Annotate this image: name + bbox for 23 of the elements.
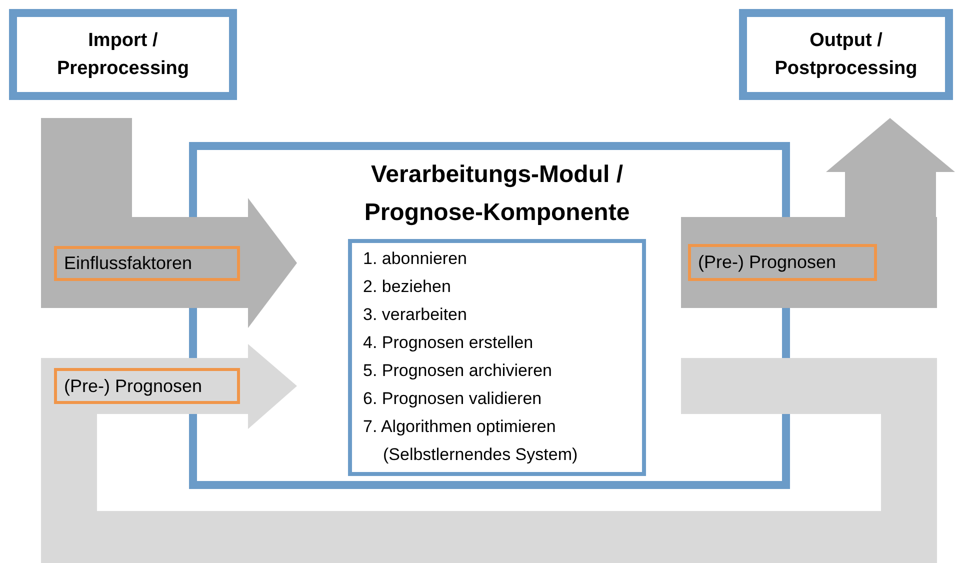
stage-box	[9, 9, 237, 100]
stage-title: Import / Preprocessing	[56, 28, 190, 80]
flow-tag	[688, 244, 877, 281]
block-arrow	[240, 344, 297, 429]
stage-title: Output / Postprocessing	[774, 28, 918, 80]
block-arrow	[681, 118, 955, 308]
step-list-box	[348, 239, 646, 476]
flow-tag	[54, 368, 240, 404]
list-item: 6. Prognosen validieren	[363, 388, 542, 410]
list-item: 4. Prognosen erstellen	[363, 332, 534, 354]
feedback-band	[41, 358, 937, 563]
tag-text: Einflussfaktoren	[64, 252, 192, 275]
flow-tag	[54, 246, 240, 281]
list-item: 7. Algorithmen optimieren (Selbstlernendes System)	[363, 416, 579, 466]
list-item: 2. beziehen	[363, 276, 452, 298]
block-arrow	[41, 118, 297, 328]
list-item: 1. abonnieren	[363, 248, 468, 270]
list-item: 3. verarbeiten	[363, 304, 468, 326]
tag-text: (Pre-) Prognosen	[698, 251, 836, 274]
stage-box	[739, 9, 953, 100]
module-title: Verarbeitungs-Modul / Prognose-Komponente	[363, 160, 631, 228]
tag-text: (Pre-) Prognosen	[64, 374, 202, 398]
list-item: 5. Prognosen archivieren	[363, 360, 552, 382]
